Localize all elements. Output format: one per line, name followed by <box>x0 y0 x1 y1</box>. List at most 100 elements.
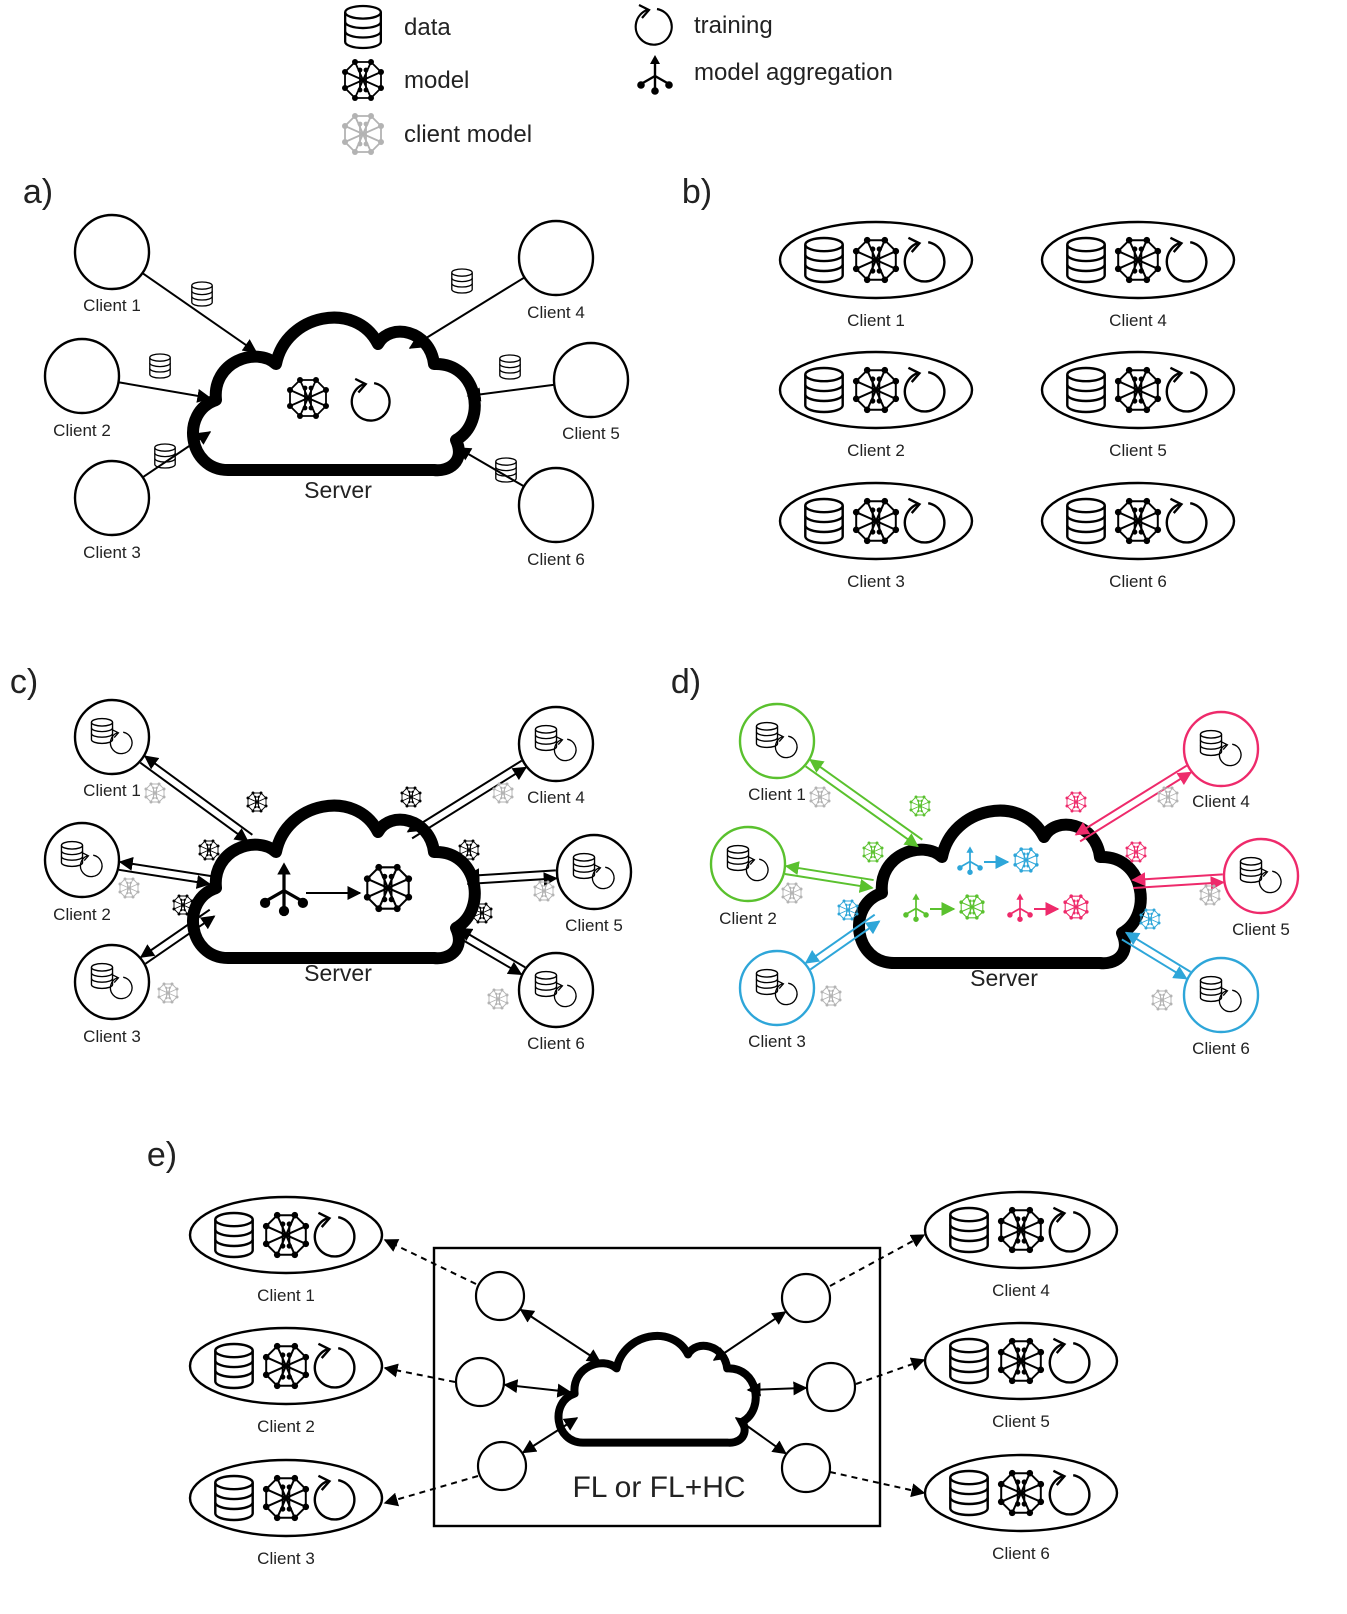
data-icon <box>499 354 521 380</box>
data-icon <box>495 457 517 483</box>
panel-d-label: d) <box>671 663 701 701</box>
client-model-icon <box>1199 884 1221 906</box>
model-exchange-up <box>1124 931 1192 973</box>
panel-c-client-6-label: Client 6 <box>527 1034 585 1053</box>
model-exchange-up <box>118 868 211 889</box>
panel-a-client-6 <box>517 466 595 544</box>
model-exchange-up <box>144 915 216 965</box>
dashed-link-arrow <box>855 1357 926 1385</box>
panel-d-client-1-label: Client 1 <box>748 785 806 804</box>
data-icon <box>451 268 473 294</box>
legend-client-model-label: client model <box>404 121 532 148</box>
dashed-link-arrow <box>829 1234 926 1287</box>
client-model-icon <box>487 988 509 1010</box>
inner-exchange-arrow <box>712 1311 787 1361</box>
legend-data-icon <box>343 4 383 50</box>
client-model-icon <box>809 786 831 808</box>
panel-d-client-6-label: Client 6 <box>1192 1039 1250 1058</box>
client-model-icon <box>781 882 803 904</box>
model-exchange-down <box>1133 876 1225 891</box>
model-exchange-down <box>411 766 528 840</box>
model-exchange-down <box>118 856 211 878</box>
model-exchange-down <box>784 861 874 882</box>
data-upload-arrow <box>408 276 526 349</box>
model-exchange-down <box>467 872 558 887</box>
panel-a-client-1-label: Client 1 <box>83 296 141 315</box>
client-model-icon <box>1151 989 1173 1011</box>
panel-d-client-2-label: Client 2 <box>719 909 777 928</box>
panel-b-client-3-label: Client 3 <box>847 572 905 591</box>
data-icon <box>149 353 171 379</box>
panel-e-client-6-label: Client 6 <box>992 1544 1050 1563</box>
panel-c-client-1-label: Client 1 <box>83 781 141 800</box>
client-model-icon <box>157 982 179 1004</box>
panel-e-client-5-label: Client 5 <box>992 1412 1050 1431</box>
panel-a-server-cloud <box>193 318 475 471</box>
model-exchange-up <box>465 868 556 883</box>
panel-b-client-2-label: Client 2 <box>847 441 905 460</box>
legend-training-icon <box>634 3 673 46</box>
legend-aggregation-icon <box>636 53 674 97</box>
inner-exchange-arrow <box>746 1381 808 1397</box>
panel-a-label: a) <box>23 173 53 211</box>
panel-d-client-4-label: Client 4 <box>1192 792 1250 811</box>
model-exchange-down <box>1121 938 1188 980</box>
panel-a-client-2 <box>43 337 121 415</box>
panel-c-server-label: Server <box>304 960 372 986</box>
panel-a-client-3-label: Client 3 <box>83 543 141 562</box>
panel-c-client-3-label: Client 3 <box>83 1027 141 1046</box>
client-model-icon <box>533 880 555 902</box>
model-exchange-up <box>1131 872 1223 887</box>
client-model-icon <box>118 877 140 899</box>
group-model-icon <box>1065 791 1087 813</box>
panel-b-label: b) <box>682 173 712 211</box>
panel-c-client-2-label: Client 2 <box>53 905 111 924</box>
group-model-icon <box>1125 841 1147 863</box>
panel-a-client-3 <box>73 459 151 537</box>
inner-exchange-arrow <box>519 1308 602 1363</box>
data-upload-arrow <box>142 431 212 479</box>
inner-node-2 <box>454 1356 506 1408</box>
model-icon <box>400 786 422 808</box>
legend-training-label: training <box>694 12 773 39</box>
panel-a-client-5-label: Client 5 <box>562 424 620 443</box>
client-model-icon <box>1157 786 1179 808</box>
inner-node-1 <box>474 1270 526 1322</box>
legend-model-label: model <box>404 67 469 94</box>
panel-e-client-1-label: Client 1 <box>257 1286 315 1305</box>
panel-c-label: c) <box>10 663 38 701</box>
panel-a-client-1 <box>73 213 151 291</box>
panel-a-client-4 <box>517 219 595 297</box>
data-upload-arrow <box>456 447 525 488</box>
panel-e-client-2-label: Client 2 <box>257 1417 315 1436</box>
panel-b-client-6-label: Client 6 <box>1109 572 1167 591</box>
panel-a-client-6-label: Client 6 <box>527 550 585 569</box>
model-icon <box>246 791 268 813</box>
legend-data-label: data <box>404 14 451 41</box>
panel-b-client-1-label: Client 1 <box>847 311 905 330</box>
data-icon <box>191 281 213 307</box>
model-exchange-down <box>804 913 876 964</box>
model-exchange-up <box>805 765 919 848</box>
panel-d-server-label: Server <box>970 965 1038 991</box>
model-exchange-down <box>143 755 253 836</box>
data-icon <box>154 443 176 469</box>
panel-e-client-3-label: Client 3 <box>257 1549 315 1568</box>
inner-node-3 <box>476 1440 528 1492</box>
model-exchange-up <box>809 920 881 971</box>
panel-c-server-cloud <box>193 806 475 959</box>
inner-exchange-arrow <box>503 1379 572 1398</box>
panel-e-label: e) <box>147 1136 177 1174</box>
group-model-icon <box>862 841 884 863</box>
panel-b-client-4-label: Client 4 <box>1109 311 1167 330</box>
panel-d-client-5-label: Client 5 <box>1232 920 1290 939</box>
model-icon <box>198 839 220 861</box>
panel-b-client-5-label: Client 5 <box>1109 441 1167 460</box>
panel-a-client-4-label: Client 4 <box>527 303 585 322</box>
client-model-icon <box>144 782 166 804</box>
inner-exchange-arrow <box>521 1417 579 1454</box>
model-exchange-up <box>784 872 874 893</box>
model-exchange-up <box>457 927 526 969</box>
client-model-icon <box>820 985 842 1007</box>
dashed-link-arrow <box>383 1475 479 1507</box>
